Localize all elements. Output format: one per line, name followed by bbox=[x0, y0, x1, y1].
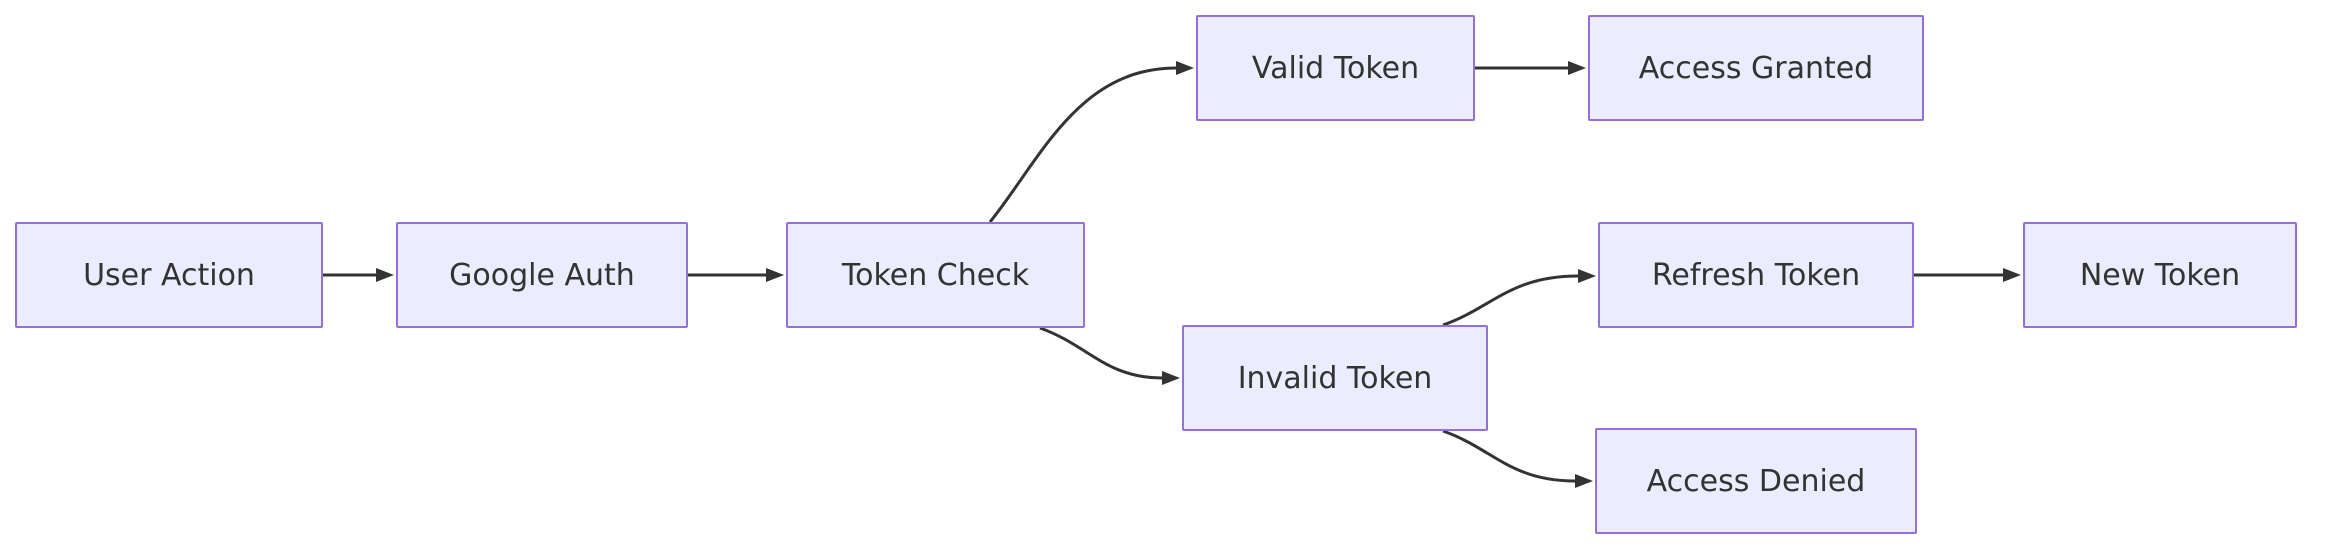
node-user-action: User Action bbox=[15, 222, 323, 328]
edge-invalid-token-to-refresh-token bbox=[1442, 269, 1596, 327]
node-user-action-label: User Action bbox=[83, 257, 255, 293]
node-access-granted-label: Access Granted bbox=[1638, 50, 1874, 86]
node-access-denied: Access Denied bbox=[1595, 428, 1917, 534]
node-valid-token: Valid Token bbox=[1196, 15, 1475, 121]
edge-token-check-to-invalid-token bbox=[1039, 326, 1180, 385]
node-token-check: Token Check bbox=[786, 222, 1085, 328]
node-token-check-label: Token Check bbox=[841, 257, 1030, 293]
node-invalid-token-label: Invalid Token bbox=[1237, 360, 1433, 396]
node-access-granted: Access Granted bbox=[1588, 15, 1924, 121]
node-new-token-label: New Token bbox=[2079, 257, 2241, 293]
node-google-auth: Google Auth bbox=[396, 222, 688, 328]
node-access-denied-label: Access Denied bbox=[1646, 463, 1866, 499]
edge-invalid-token-to-access-denied bbox=[1442, 429, 1593, 488]
node-new-token: New Token bbox=[2023, 222, 2297, 328]
node-valid-token-label: Valid Token bbox=[1251, 50, 1420, 86]
node-invalid-token: Invalid Token bbox=[1182, 325, 1488, 431]
node-refresh-token: Refresh Token bbox=[1598, 222, 1914, 328]
node-refresh-token-label: Refresh Token bbox=[1651, 257, 1861, 293]
edge-token-check-to-valid-token bbox=[988, 61, 1194, 223]
node-google-auth-label: Google Auth bbox=[449, 257, 635, 293]
